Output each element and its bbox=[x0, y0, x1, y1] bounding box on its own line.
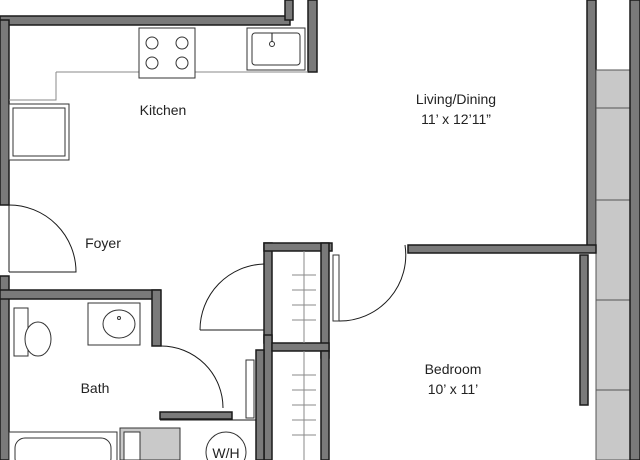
water-heater-label: W/H bbox=[212, 445, 239, 460]
entry-door-swing bbox=[8, 204, 77, 273]
wall-bedroom-right bbox=[579, 254, 589, 406]
burner bbox=[145, 36, 159, 50]
wall-closet-left bbox=[263, 242, 273, 344]
wall-closet2-left bbox=[263, 334, 273, 460]
wall-top-stub bbox=[284, 0, 294, 21]
window-5 bbox=[595, 389, 631, 460]
burner bbox=[175, 56, 189, 70]
window-4 bbox=[595, 299, 631, 391]
wall-bath-right bbox=[151, 289, 162, 347]
room-size-living: 11’ x 12’11” bbox=[421, 111, 491, 127]
water-heater-icon bbox=[205, 431, 247, 460]
wall-closet-right bbox=[320, 242, 330, 359]
closet-door-swing bbox=[199, 263, 265, 331]
toilet-icon bbox=[24, 321, 52, 357]
window-2 bbox=[595, 107, 631, 201]
cooktop bbox=[138, 27, 196, 79]
wall-closet2-top bbox=[271, 342, 330, 352]
room-label-bedroom: Bedroom bbox=[425, 361, 482, 377]
burner bbox=[175, 36, 189, 50]
wall-bath-bottom bbox=[159, 411, 233, 420]
bath-sink-icon bbox=[102, 309, 136, 339]
bath-door-swing bbox=[160, 345, 224, 409]
room-label-kitchen: Kitchen bbox=[140, 102, 187, 118]
room-label-bath: Bath bbox=[81, 380, 110, 396]
window-1 bbox=[595, 69, 631, 109]
wall-left-upper bbox=[0, 19, 10, 206]
wall-left-lower bbox=[0, 275, 10, 460]
closet-shelves bbox=[292, 251, 316, 460]
wall-closet2-right bbox=[320, 350, 330, 460]
window-3 bbox=[595, 199, 631, 301]
room-size-bedroom: 10’ x 11’ bbox=[428, 381, 479, 397]
bedroom-door bbox=[332, 254, 340, 322]
bedroom-door-swing bbox=[338, 244, 407, 322]
burner bbox=[145, 56, 159, 70]
room-label-foyer: Foyer bbox=[85, 235, 121, 251]
wall-top-left bbox=[0, 15, 291, 26]
room-label-living: Living/Dining bbox=[416, 91, 496, 107]
wall-kitchen-right bbox=[307, 0, 318, 73]
wall-closet-top bbox=[263, 242, 333, 252]
wall-bedroom-top bbox=[407, 244, 597, 254]
wall-right-upper bbox=[586, 0, 597, 249]
wall-bath-top bbox=[0, 289, 161, 300]
